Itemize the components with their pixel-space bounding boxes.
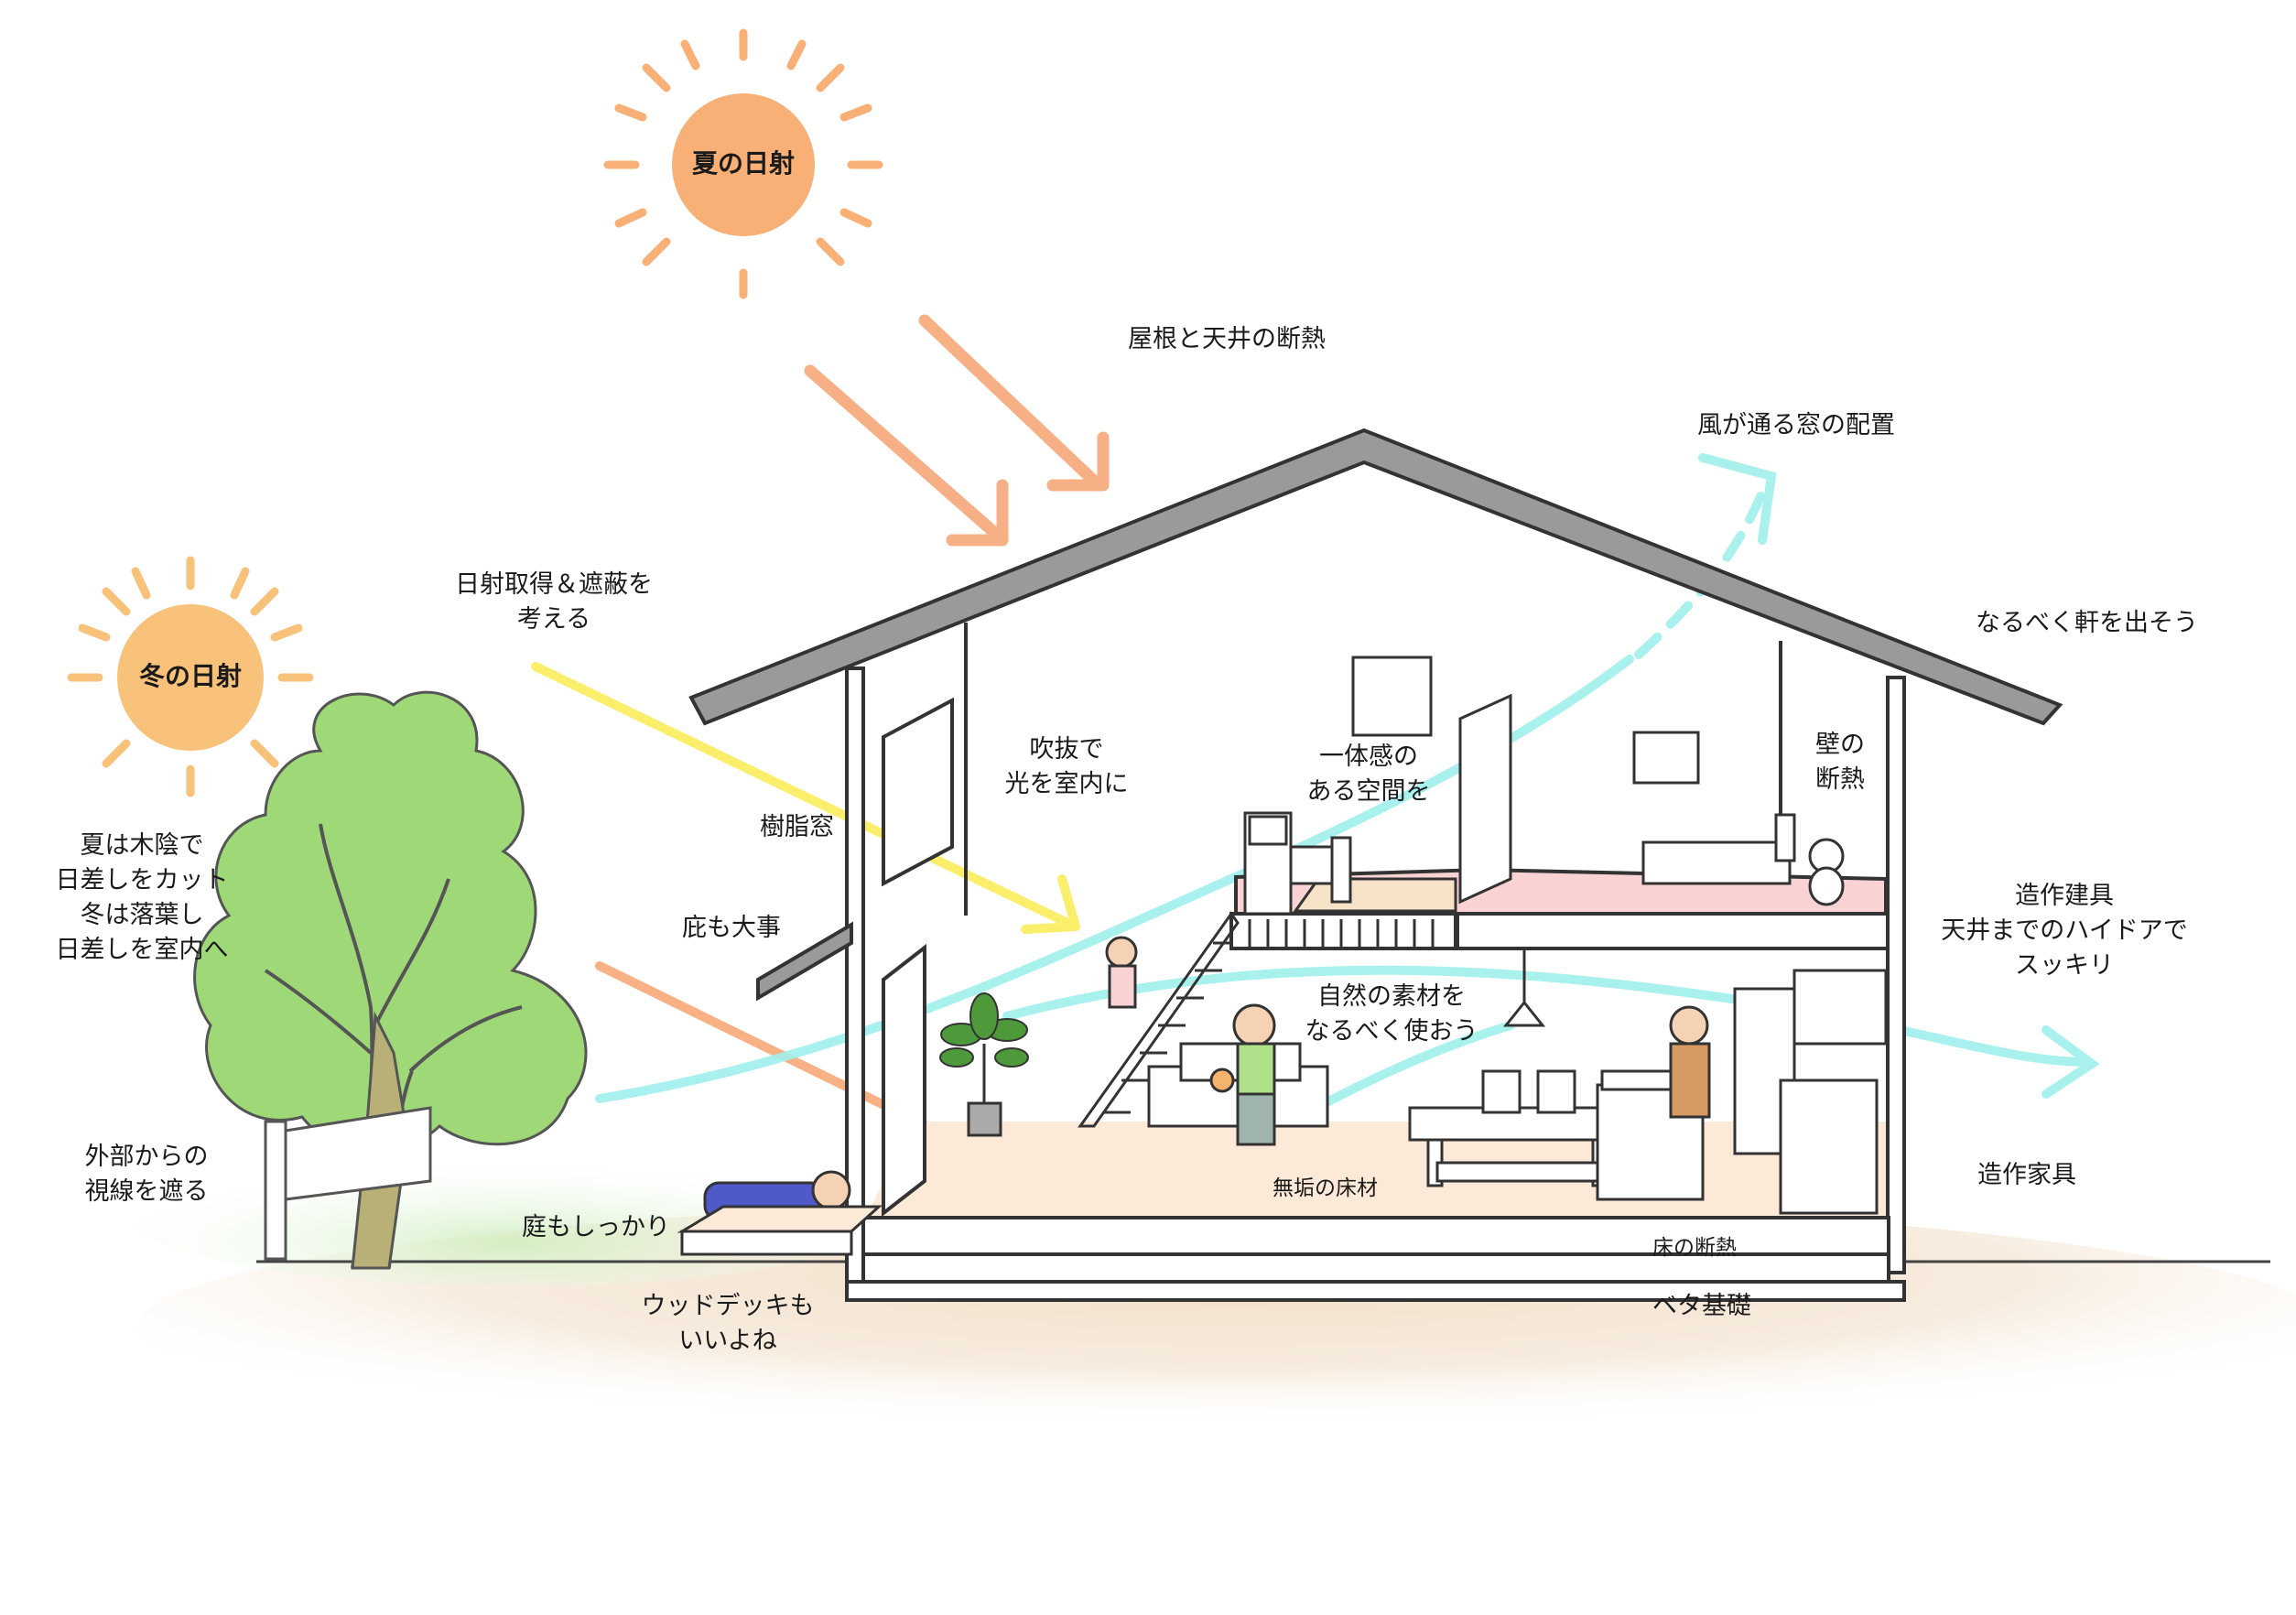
tree-shade-line-2: 日差しをカット [55, 866, 229, 894]
atrium-label: 吹抜で 光を室内に [966, 732, 1167, 802]
tree-shade-label: 夏は木陰で 日差しをカット 冬は落葉し 日差しを室内へ [18, 829, 265, 968]
fence-icon [264, 1106, 432, 1261]
winter-sun-icon [67, 556, 314, 797]
built-in-fittings-line-2: 天井までのハイドアで [1941, 916, 2188, 945]
resin-window-label: 樹脂窓 [760, 813, 834, 841]
mat-foundation-label: ベタ基礎 [1652, 1292, 1751, 1320]
staircase [1078, 911, 1240, 1128]
solid-flooring-label: 無垢の床材 [1273, 1176, 1378, 1200]
upper-floor-furniture [1243, 656, 1845, 916]
floor-insulation-label: 床の断熱 [1652, 1236, 1737, 1260]
roof [688, 428, 2063, 726]
unity-space-label: 一体感の ある空間を [1268, 740, 1469, 809]
people-icons [703, 936, 1711, 1221]
roof-insulation-label: 屋根と天井の断熱 [1128, 325, 1326, 353]
block-view-label: 外部からの 視線を遮る [55, 1140, 238, 1209]
wood-deck-line-1: ウッドデッキも [641, 1292, 815, 1320]
natural-materials-label: 自然の素材を なるべく使おう [1273, 980, 1511, 1049]
foundation [845, 1216, 1906, 1302]
tree-shade-line-1: 夏は木陰で [80, 831, 204, 860]
built-in-fittings-label: 造作建具 天井までのハイドアで スッキリ [1927, 879, 2202, 983]
built-in-fittings-line-3: スッキリ [2015, 951, 2114, 980]
window-airflow-label: 風が通る窓の配置 [1697, 411, 1895, 439]
built-in-fittings-line-1: 造作建具 [2015, 882, 2114, 910]
tree-shade-line-4: 日差しを室内へ [55, 936, 229, 964]
unity-space-line-1: 一体感の [1319, 742, 1418, 771]
solar-gain-line-2: 考える [516, 605, 591, 634]
windows [756, 697, 954, 1218]
canopy-label: 庇も大事 [682, 914, 781, 942]
summer-sun-arrows [804, 314, 1110, 547]
atrium-line-2: 光を室内に [1004, 770, 1129, 798]
wall-insulation-line-2: 断熱 [1815, 765, 1865, 794]
unity-space-line-2: ある空間を [1306, 777, 1431, 806]
wall-insulation-label: 壁の 断熱 [1794, 728, 1886, 797]
potted-plant-icon [939, 992, 1029, 1137]
wood-deck [677, 1205, 883, 1256]
wall-insulation-line-1: 壁の [1815, 731, 1865, 759]
wood-deck-line-2: いいよね [678, 1327, 777, 1355]
winter-sun-arrow [531, 662, 1080, 934]
natural-materials-line-1: 自然の素材を [1317, 982, 1466, 1011]
solar-gain-label: 日射取得＆遮蔽を 考える [417, 568, 691, 637]
summer-sun-icon [603, 28, 883, 299]
ground-floor-wood [865, 1122, 1886, 1218]
summer-sun-label: 夏の日射 [691, 148, 795, 179]
atrium-line-1: 吹抜で [1029, 735, 1104, 764]
winter-sun-label: 冬の日射 [138, 661, 242, 691]
natural-materials-line-2: なるべく使おう [1305, 1017, 1478, 1046]
wood-deck-label: ウッドデッキも いいよね [618, 1289, 838, 1359]
block-view-line-2: 視線を遮る [84, 1177, 209, 1206]
tree-shade-line-3: 冬は落葉し [80, 901, 204, 929]
garden-label: 庭もしっかり [522, 1213, 670, 1241]
block-view-line-1: 外部からの [84, 1143, 209, 1171]
eaves-label: なるべく軒を出そう [1976, 609, 2198, 637]
built-in-furniture-label: 造作家具 [1977, 1161, 2076, 1189]
solar-gain-line-1: 日射取得＆遮蔽を [455, 570, 653, 599]
